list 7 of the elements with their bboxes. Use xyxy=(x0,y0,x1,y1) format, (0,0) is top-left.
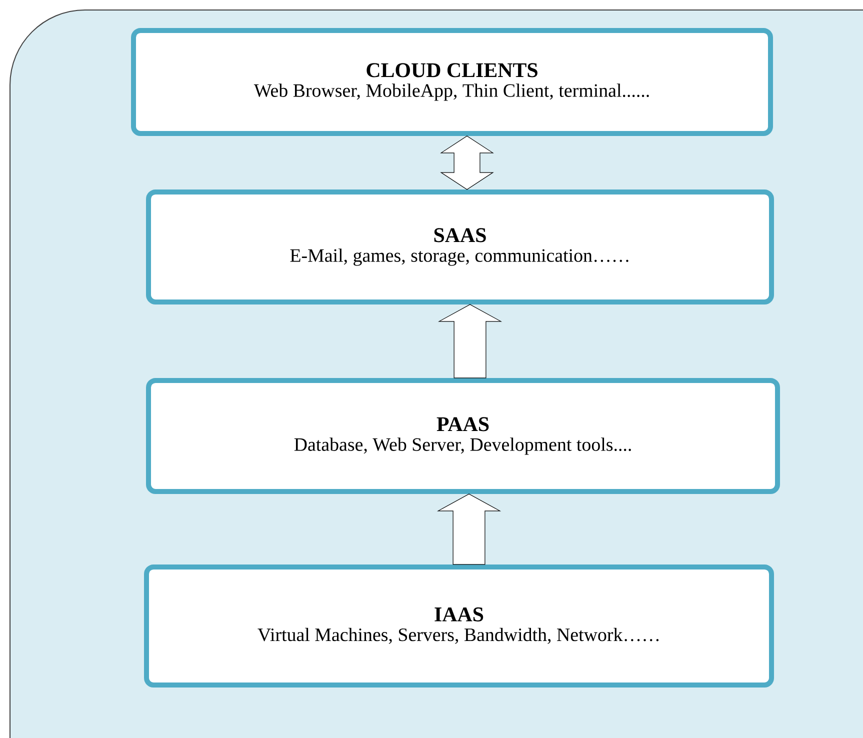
layer-box: SAAS E-Mail, games, storage, communication…… xyxy=(146,189,774,304)
block-arrow xyxy=(438,304,502,378)
block-arrow xyxy=(440,136,494,190)
layer-box: CLOUD CLIENTS Web Browser, MobileApp, Thin Client, terminal...... xyxy=(131,28,773,136)
layer-box: IAAS Virtual Machines, Servers, Bandwidth, Network…… xyxy=(144,564,774,688)
layer-box: PAAS Database, Web Server, Development tools.... xyxy=(146,378,780,494)
block-arrow xyxy=(436,494,502,565)
